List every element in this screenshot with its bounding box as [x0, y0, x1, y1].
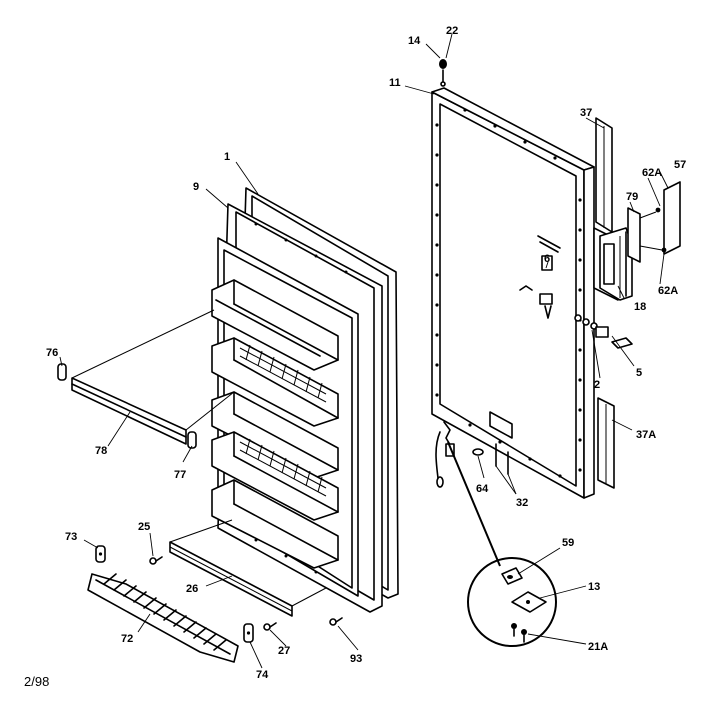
label-5: 5 [636, 367, 642, 379]
label-25: 25 [138, 521, 150, 533]
label-22: 22 [446, 25, 458, 37]
shelf-bar-26 [169, 519, 327, 617]
door-shelf-4 [211, 431, 339, 521]
screw-93 [329, 617, 343, 626]
screws-62a [639, 207, 667, 253]
door-shelf-bottom [211, 479, 339, 569]
label-26: 26 [186, 583, 198, 595]
label-37: 37 [580, 107, 592, 119]
label-64: 64 [476, 483, 489, 495]
label-37a: 37A [636, 429, 656, 441]
label-1: 1 [224, 151, 230, 163]
label-76: 76 [46, 347, 58, 359]
shelf-4-rack [239, 438, 327, 497]
footer-date: 2/98 [24, 674, 49, 689]
shelf-2-rack [239, 344, 327, 403]
label-6: 6 [544, 253, 550, 265]
end-cap-77 [187, 431, 197, 449]
top-screw-assembly [439, 59, 447, 87]
screw-27 [263, 622, 277, 631]
label-21a: 21A [588, 641, 608, 653]
door-shelf-top [211, 279, 339, 371]
label-74: 74 [256, 669, 269, 681]
label-11: 11 [389, 77, 401, 89]
trim-strip-37a [597, 397, 615, 489]
end-cap-76 [57, 363, 67, 381]
inner-liner [211, 237, 359, 597]
label-32: 32 [516, 497, 528, 509]
label-93: 93 [350, 653, 362, 665]
label-14: 14 [408, 35, 421, 47]
grille-clip-73 [95, 545, 106, 563]
label-59: 59 [562, 537, 574, 549]
label-2: 2 [594, 379, 600, 391]
hinge-bracket-parts [519, 235, 633, 349]
handle-cap-57 [663, 181, 681, 255]
part-labels: 1 9 11 14 22 37 62A 57 79 6 62A 18 5 2 3… [46, 25, 686, 681]
handle-trim-79 [627, 207, 641, 263]
detail-view-circle [447, 441, 557, 647]
label-77: 77 [174, 469, 186, 481]
label-62a-top: 62A [642, 167, 662, 179]
label-79: 79 [626, 191, 638, 203]
trim-strip-37 [595, 117, 613, 233]
detail-part-59 [501, 567, 523, 585]
grille-clip-74 [243, 623, 254, 643]
door-handle [593, 227, 633, 301]
label-78: 78 [95, 445, 107, 457]
label-62a-bottom: 62A [658, 285, 678, 297]
label-57: 57 [674, 159, 686, 171]
door-shelf-2 [211, 337, 339, 427]
label-72: 72 [121, 633, 133, 645]
label-18: 18 [634, 301, 646, 313]
screw-25 [149, 556, 163, 565]
grille-72 [87, 573, 239, 663]
shelf-bar-guide-lines [71, 309, 235, 431]
grille-slats [103, 573, 227, 651]
label-13: 13 [588, 581, 600, 593]
label-9: 9 [193, 181, 199, 193]
shelf-bar-78 [71, 377, 187, 445]
detail-plate-13 [511, 591, 547, 613]
label-27: 27 [278, 645, 290, 657]
leader-lines [59, 33, 669, 669]
outer-door-panel [431, 87, 595, 499]
bottom-hinge-cable [435, 421, 509, 488]
panel-screw-holes [435, 108, 582, 478]
detail-screws-21a [511, 623, 527, 643]
label-73: 73 [65, 531, 77, 543]
